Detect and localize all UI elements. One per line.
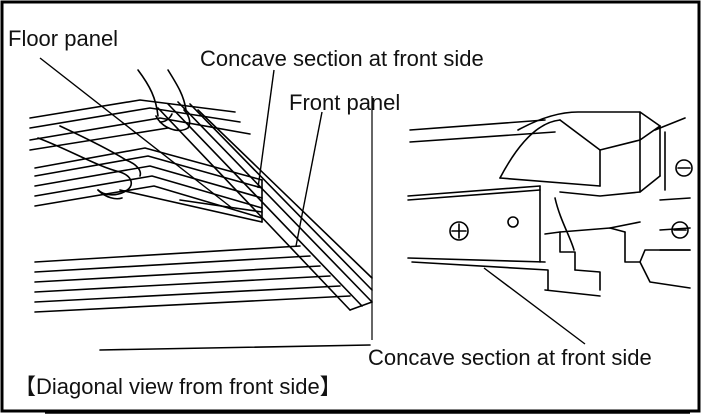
- concave-section-bottom-label: Concave section at front side: [368, 345, 652, 370]
- leader-front-panel: [295, 111, 323, 247]
- left-illustration: [29, 69, 373, 351]
- front-channel: [157, 101, 373, 311]
- concave-section-top-label: Concave section at front side: [200, 46, 484, 71]
- front-rail: [407, 119, 601, 297]
- front-panel-label: Front panel: [289, 90, 401, 115]
- leader-lines: [39, 57, 586, 345]
- screw-icon: [449, 221, 469, 241]
- screw-icon-upper-right: [675, 159, 693, 177]
- hole-icon: [507, 216, 519, 228]
- floor-panel-slats: [34, 147, 263, 223]
- caption: 【Diagonal view from front side】: [14, 374, 342, 399]
- lower-slats: [34, 245, 371, 351]
- leader-concave-bottom: [483, 267, 586, 345]
- right-illustration: [407, 111, 693, 297]
- hand-top: [137, 69, 191, 132]
- screw-icon-lower-right: [671, 221, 689, 239]
- leader-floor-panel: [39, 57, 233, 209]
- hand-left: [37, 125, 142, 200]
- concave-channel: [544, 221, 691, 291]
- leader-concave-top: [257, 69, 275, 189]
- floor-panel-label: Floor panel: [8, 26, 119, 51]
- corner-joint: [499, 111, 661, 251]
